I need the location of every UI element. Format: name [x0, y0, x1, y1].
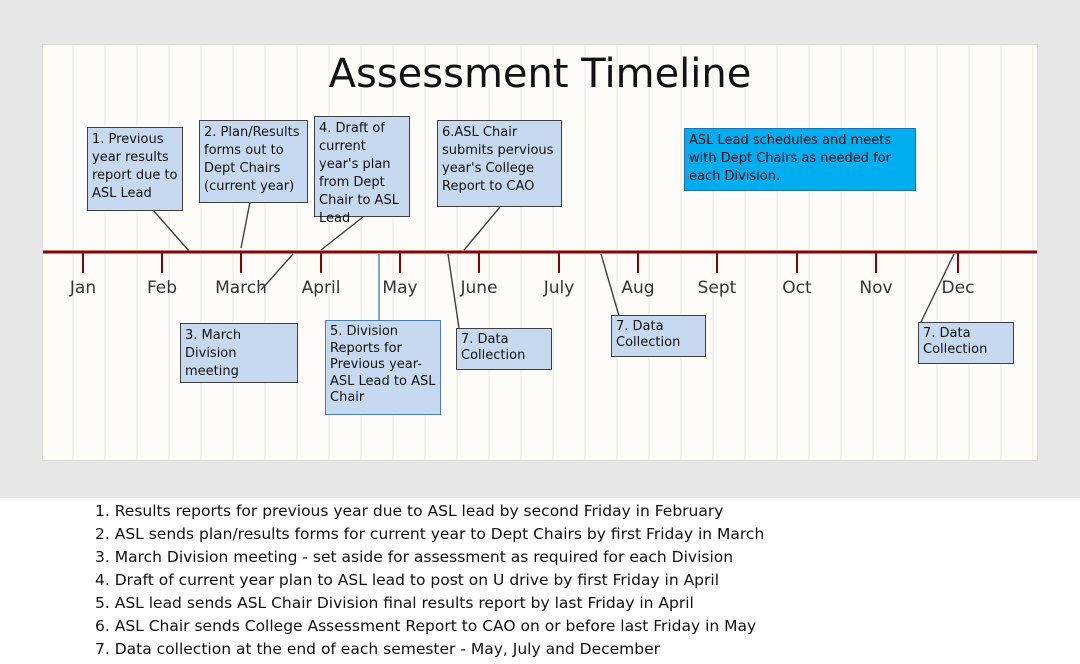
note-item-2: 2. ASL sends plan/results forms for curr…: [95, 525, 765, 543]
milestone-box-2: 2. Plan/Results forms out to Dept Chairs…: [199, 120, 308, 203]
milestone-box-4: 4. Draft of current year's plan from Dep…: [314, 116, 410, 226]
milestone-box-3: 3. March Division meeting: [180, 323, 298, 383]
data-collection-box-july: 7. Data Collection: [611, 315, 706, 357]
connector-3: [260, 253, 294, 291]
connector-6: [463, 206, 501, 251]
data-collection-box-may: 7. Data Collection: [456, 328, 552, 370]
note-item-7: 7. Data collection at the end of each se…: [95, 640, 661, 658]
note-item-3: 3. March Division meeting - set aside fo…: [95, 548, 734, 566]
milestone-box-6: 6.ASL Chair submits pervious year's Coll…: [437, 120, 562, 207]
month-label-april: April: [301, 278, 341, 298]
connector-1: [152, 209, 190, 252]
callout-connectors: [152, 201, 955, 329]
timeline-title: Assessment Timeline: [328, 51, 752, 97]
month-label-june: June: [460, 278, 498, 298]
figure-frame: Assessment Timeline Jan Feb March April …: [0, 0, 1080, 498]
connector-7c: [920, 253, 955, 323]
timeline-overlay: [43, 201, 1037, 329]
month-label-feb: Feb: [146, 278, 178, 298]
month-label-aug: Aug: [621, 278, 655, 298]
timeline-canvas: Assessment Timeline Jan Feb March April …: [42, 44, 1038, 461]
note-item-5: 5. ASL lead sends ASL Chair Division fin…: [95, 594, 694, 612]
month-label-oct: Oct: [782, 278, 812, 298]
month-label-may: May: [382, 278, 418, 298]
note-item-4: 4. Draft of current year plan to ASL lea…: [95, 571, 720, 589]
note-item-6: 6. ASL Chair sends College Assessment Re…: [95, 617, 757, 635]
month-label-march: March: [215, 278, 267, 298]
data-collection-box-dec: 7. Data Collection: [918, 322, 1014, 364]
milestone-box-5: 5. Division Reports for Previous year- A…: [325, 320, 441, 415]
highlight-box-asl-lead-meetings: ASL Lead schedules and meets with Dept C…: [684, 128, 916, 191]
milestone-box-1: 1. Previous year results report due to A…: [87, 127, 183, 211]
connector-4: [320, 216, 364, 251]
notes-list: 1. Results reports for previous year due…: [95, 500, 764, 661]
note-item-1: 1. Results reports for previous year due…: [95, 502, 724, 520]
month-label-july: July: [543, 278, 575, 298]
month-label-dec: Dec: [941, 278, 975, 298]
month-label-jan: Jan: [69, 278, 97, 298]
connector-7b: [600, 253, 620, 317]
connector-2: [240, 201, 251, 249]
month-label-sept: Sept: [697, 278, 737, 298]
connector-7a: [447, 253, 460, 329]
month-label-nov: Nov: [859, 278, 893, 298]
month-ticks: [82, 252, 959, 273]
